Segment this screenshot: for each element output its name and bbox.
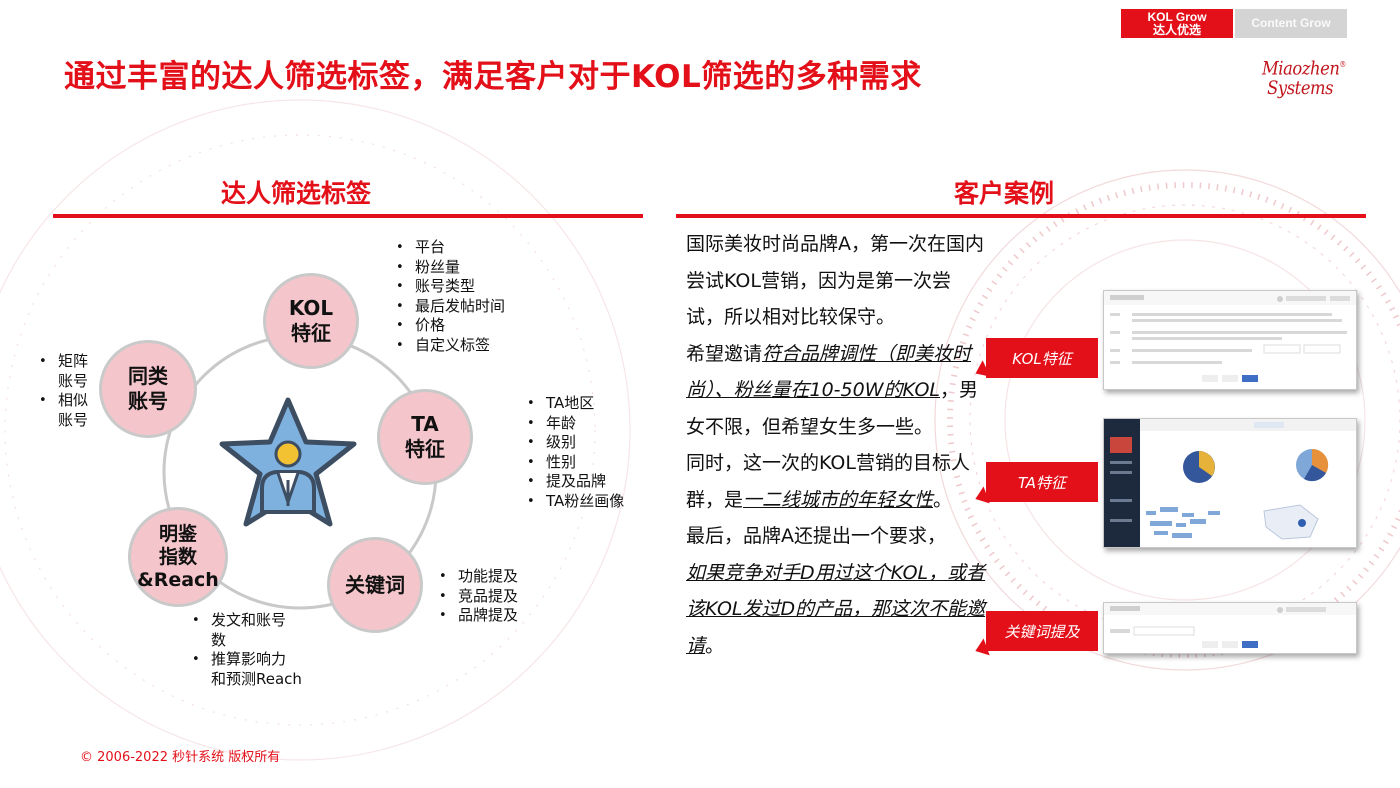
tab-content-grow[interactable]: Content Grow bbox=[1235, 9, 1347, 38]
case-p3-pre: 同时，这一次的KOL营销的目标人群，是 bbox=[686, 452, 970, 511]
ta-features-label: TA特征 bbox=[986, 462, 1098, 502]
list-item: 矩阵 账号 bbox=[39, 352, 88, 391]
node-ta-features: TA 特征 bbox=[377, 389, 473, 485]
list-item: 竞品提及 bbox=[439, 587, 518, 607]
case-paragraph-1: 国际美妆时尚品牌A，第一次在国内尝试KOL营销，因为是第一次尝试，所以相对比较保… bbox=[686, 233, 984, 328]
list-item: 发文和账号 数 bbox=[192, 611, 302, 650]
case-p4-post: 。 bbox=[705, 634, 725, 657]
list-item: 性别 bbox=[527, 453, 624, 473]
node-keyword-label: 关键词 bbox=[345, 572, 405, 597]
keyword-mention-label: 关键词提及 bbox=[986, 611, 1098, 651]
list-item: 提及品牌 bbox=[527, 472, 624, 492]
list-item: TA粉丝画像 bbox=[527, 492, 624, 512]
node-mingjian-label: 明鉴 指数 &Reach bbox=[137, 522, 219, 591]
node-keyword: 关键词 bbox=[327, 537, 423, 633]
kol-bullets: 平台 粉丝量 账号类型 最后发帖时间 价格 自定义标签 bbox=[396, 238, 505, 355]
page-title: 通过丰富的达人筛选标签，满足客户对于KOL筛选的多种需求 bbox=[64, 59, 922, 95]
node-kol-label: KOL 特征 bbox=[288, 296, 334, 345]
kol-filter-screenshot bbox=[1103, 290, 1357, 390]
logo-line2: Systems bbox=[1267, 77, 1334, 100]
node-mingjian-reach: 明鉴 指数 &Reach bbox=[128, 507, 228, 607]
list-item: 自定义标签 bbox=[396, 336, 505, 356]
node-similar-accounts: 同类 账号 bbox=[99, 340, 197, 438]
right-section-title: 客户案例 bbox=[954, 179, 1055, 208]
mingjian-bullets: 发文和账号 数 推算影响力 和预测Reach bbox=[192, 611, 302, 689]
list-item: 平台 bbox=[396, 238, 505, 258]
list-item: 年龄 bbox=[527, 414, 624, 434]
list-item: 相似 账号 bbox=[39, 391, 88, 430]
case-p2-pre: 希望邀请 bbox=[686, 342, 763, 365]
node-tonglei-label: 同类 账号 bbox=[128, 364, 168, 413]
list-item: 品牌提及 bbox=[439, 606, 518, 626]
node-ta-label: TA 特征 bbox=[405, 412, 445, 461]
right-section-rule bbox=[676, 214, 1366, 218]
miaozhen-logo: Miaozhen® Systems bbox=[1262, 55, 1346, 100]
kol-features-label: KOL特征 bbox=[986, 338, 1098, 378]
list-item: 价格 bbox=[396, 316, 505, 336]
case-description: 国际美妆时尚品牌A，第一次在国内尝试KOL营销，因为是第一次尝试，所以相对比较保… bbox=[686, 226, 986, 664]
list-item: 推算影响力 和预测Reach bbox=[192, 650, 302, 689]
list-item: 粉丝量 bbox=[396, 258, 505, 278]
ta-bullets: TA地区 年龄 级别 性别 提及品牌 TA粉丝画像 bbox=[527, 394, 624, 511]
tab-kol-grow-line1: KOL Grow bbox=[1147, 10, 1207, 24]
left-section-title: 达人筛选标签 bbox=[221, 179, 372, 208]
case-p3-post: 。 bbox=[933, 488, 953, 511]
ta-dashboard-screenshot bbox=[1103, 418, 1357, 548]
list-item: TA地区 bbox=[527, 394, 624, 414]
node-kol-features: KOL 特征 bbox=[263, 273, 359, 369]
keyword-screenshot bbox=[1103, 602, 1357, 654]
case-p2-post: ，男女不限，但希望女生多一些。 bbox=[686, 379, 979, 438]
keyword-mockup bbox=[1104, 603, 1356, 648]
list-item: 功能提及 bbox=[439, 567, 518, 587]
case-p2-emphasis: 符合品牌调性（即美妆时尚）、粉丝量在10-50W的KOL bbox=[686, 342, 972, 402]
copyright-footer: © 2006-2022 秒针系统 版权所有 bbox=[80, 750, 281, 765]
list-item: 最后发帖时间 bbox=[396, 297, 505, 317]
logo-line1: Miaozhen bbox=[1262, 57, 1340, 80]
tab-content-grow-label: Content Grow bbox=[1251, 16, 1331, 30]
ta-dashboard-mockup bbox=[1104, 419, 1356, 547]
tab-kol-grow-line2: 达人优选 bbox=[1152, 23, 1201, 37]
case-p3-emphasis: 一二线城市的年轻女性 bbox=[743, 488, 934, 511]
kol-star-icon bbox=[219, 397, 357, 527]
keyword-bullets: 功能提及 竞品提及 品牌提及 bbox=[439, 567, 518, 626]
tab-kol-grow[interactable]: KOL Grow 达人优选 bbox=[1121, 9, 1233, 38]
list-item: 账号类型 bbox=[396, 277, 505, 297]
tonglei-bullets: 矩阵 账号 相似 账号 bbox=[39, 352, 88, 430]
case-p4-pre: 最后，品牌A还提出一个要求， bbox=[686, 525, 946, 547]
logo-mark: ® bbox=[1339, 60, 1346, 69]
left-section-rule bbox=[53, 214, 643, 218]
kol-filter-mockup bbox=[1104, 291, 1356, 382]
case-p4-emphasis: 如果竞争对手D用过这个KOL，或者该KOL发过D的产品，那这次不能邀请 bbox=[686, 561, 986, 657]
list-item: 级别 bbox=[527, 433, 624, 453]
